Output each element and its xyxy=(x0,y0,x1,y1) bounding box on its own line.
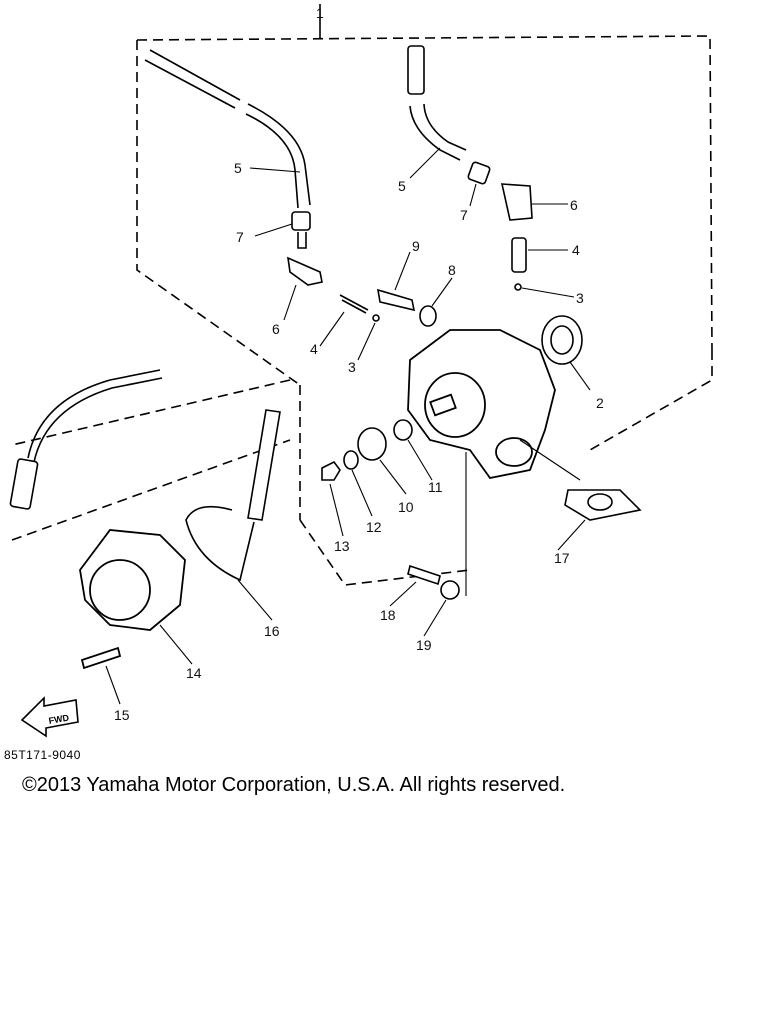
callout-19: 19 xyxy=(416,637,432,653)
callout-7b: 7 xyxy=(460,207,468,223)
callout-4b: 4 xyxy=(310,341,318,357)
callout-6b: 6 xyxy=(570,197,578,213)
callout-18: 18 xyxy=(380,607,396,623)
drawing-number: 85T171-9040 xyxy=(4,748,81,762)
callout-1: 1 xyxy=(316,5,324,21)
fwd-arrow-icon: FWD xyxy=(20,696,79,738)
callout-4a: 4 xyxy=(572,242,580,258)
callout-3a: 3 xyxy=(576,290,584,306)
callout-16: 16 xyxy=(264,623,280,639)
callout-17: 17 xyxy=(554,550,570,566)
callout-14: 14 xyxy=(186,665,202,681)
callout-6a: 6 xyxy=(272,321,280,337)
callout-10: 10 xyxy=(398,499,414,515)
callout-12: 12 xyxy=(366,519,382,535)
callout-3b: 3 xyxy=(348,359,356,375)
callout-5b: 5 xyxy=(398,178,406,194)
callout-9: 9 xyxy=(412,238,420,254)
fwd-label: FWD xyxy=(48,712,70,725)
callout-7a: 7 xyxy=(236,229,244,245)
callout-15: 15 xyxy=(114,707,130,723)
callout-5a: 5 xyxy=(234,160,242,176)
callout-11: 11 xyxy=(428,479,443,495)
callout-8: 8 xyxy=(448,262,456,278)
copyright-notice: ©2013 Yamaha Motor Corporation, U.S.A. A… xyxy=(22,774,566,796)
callout-2: 2 xyxy=(596,395,604,411)
callout-13: 13 xyxy=(334,538,350,554)
